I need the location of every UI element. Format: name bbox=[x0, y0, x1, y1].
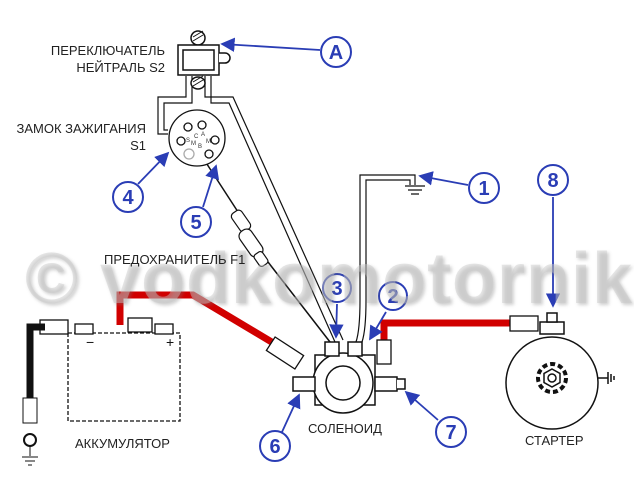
neutral-switch-label-line1: ПЕРЕКЛЮЧАТЕЛЬ bbox=[50, 43, 165, 58]
svg-text:4: 4 bbox=[122, 187, 134, 209]
callout-8: 8 bbox=[537, 164, 569, 196]
svg-text:3: 3 bbox=[331, 278, 342, 300]
terminal-a: A bbox=[201, 132, 205, 138]
callout-1: 1 bbox=[468, 172, 500, 204]
callout-5: 5 bbox=[180, 206, 212, 238]
callout-4: 4 bbox=[112, 181, 144, 213]
callout-arrows bbox=[137, 37, 561, 433]
battery-minus-sign: − bbox=[86, 334, 94, 350]
battery-ground-cable bbox=[22, 323, 45, 466]
battery-plus-sign: + bbox=[166, 334, 174, 350]
ignition-switch-label-line2: S1 bbox=[130, 138, 146, 153]
battery bbox=[39, 317, 181, 422]
fuse-label: ПРЕДОХРАНИТЕЛЬ F1 bbox=[104, 252, 246, 267]
svg-text:1: 1 bbox=[478, 178, 489, 200]
terminal-c: C bbox=[194, 134, 199, 140]
fuse-holder bbox=[265, 315, 539, 370]
solenoid bbox=[292, 341, 406, 414]
neutral-switch-label: ПЕРЕКЛЮЧАТЕЛЬ НЕЙТРАЛЬ S2 bbox=[51, 42, 165, 76]
neutral-switch bbox=[177, 30, 231, 90]
ignition-switch-label-line1: ЗАМОК ЗАЖИГАНИЯ bbox=[16, 121, 146, 136]
callout-2: 2 bbox=[378, 281, 408, 311]
svg-text:5: 5 bbox=[190, 212, 201, 234]
terminal-m2: M bbox=[206, 139, 211, 145]
svg-text:7: 7 bbox=[445, 422, 456, 444]
svg-text:6: 6 bbox=[269, 436, 280, 458]
svg-text:2: 2 bbox=[387, 286, 398, 308]
starter-motor bbox=[505, 312, 615, 430]
power-wires bbox=[116, 291, 510, 354]
terminal-s: S bbox=[186, 138, 190, 144]
neutral-switch-label-line2: НЕЙТРАЛЬ S2 bbox=[76, 60, 165, 75]
callout-3: 3 bbox=[322, 273, 352, 303]
terminal-b: B bbox=[198, 144, 202, 150]
callout-a: A bbox=[320, 36, 352, 68]
callout-7: 7 bbox=[435, 416, 467, 448]
ignition-switch-label: ЗАМОК ЗАЖИГАНИЯ S1 bbox=[17, 120, 146, 154]
wire-connector bbox=[230, 209, 269, 268]
ground-wire bbox=[355, 174, 425, 343]
neutral-to-ignition-wire bbox=[157, 76, 193, 135]
battery-label: АККУМУЛЯТОР bbox=[75, 436, 170, 451]
svg-text:A: A bbox=[329, 42, 343, 64]
starter-label: СТАРТЕР bbox=[525, 433, 584, 448]
svg-text:8: 8 bbox=[547, 170, 558, 192]
neutral-to-solenoid-wire bbox=[204, 76, 344, 343]
ignition-switch: C A S M M B bbox=[168, 109, 226, 167]
terminal-m1: M bbox=[191, 141, 196, 147]
solenoid-label: СОЛЕНОИД bbox=[308, 421, 382, 436]
callout-6: 6 bbox=[259, 430, 291, 462]
callouts: A 1 8 4 5 3 2 6 7 bbox=[112, 36, 569, 462]
